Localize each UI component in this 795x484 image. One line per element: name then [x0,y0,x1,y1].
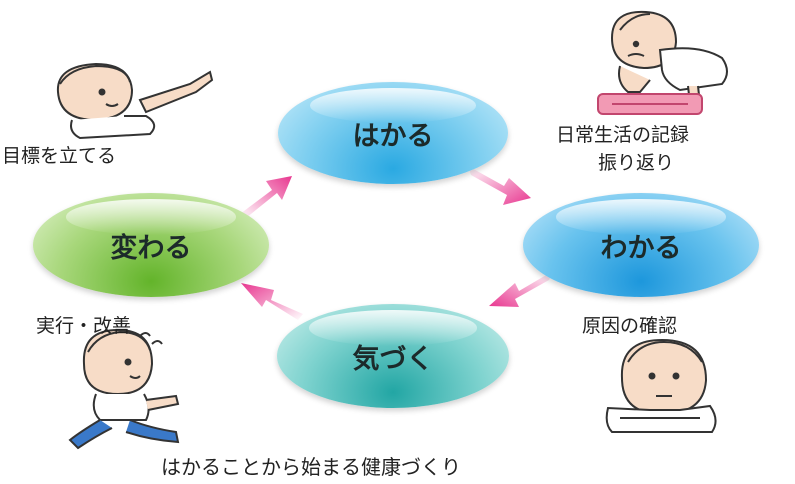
arrow-left-to-top [240,176,292,218]
step-bubble-notice: 気づく [277,304,509,408]
annotation-record: 日常生活の記録 [556,124,690,146]
pointing-person-icon [56,62,214,140]
step-bubble-measure: はかる [278,82,508,184]
thinking-person-icon [605,338,717,433]
footer-caption: はかることから始まる健康づくり [161,455,461,479]
annotation-reflect: 振り返り [598,152,675,174]
scale-weighing-person-icon [597,10,728,115]
running-person-icon [68,328,180,450]
step-bubble-change: 変わる [33,193,269,297]
annotation-action: 実行・改善 [36,315,132,337]
step-label-understand: わかる [600,232,682,264]
step-label-measure: はかる [352,120,434,152]
step-label-notice: 気づく [352,343,434,375]
arrow-bottom-to-left [241,283,303,320]
annotation-cause: 原因の確認 [582,315,678,337]
arrow-top-to-right [468,166,531,205]
step-label-change: 変わる [110,232,192,264]
arrow-right-to-bottom [489,271,553,307]
step-bubble-understand: わかる [523,193,759,297]
annotation-goal: 目標を立てる [2,145,117,167]
